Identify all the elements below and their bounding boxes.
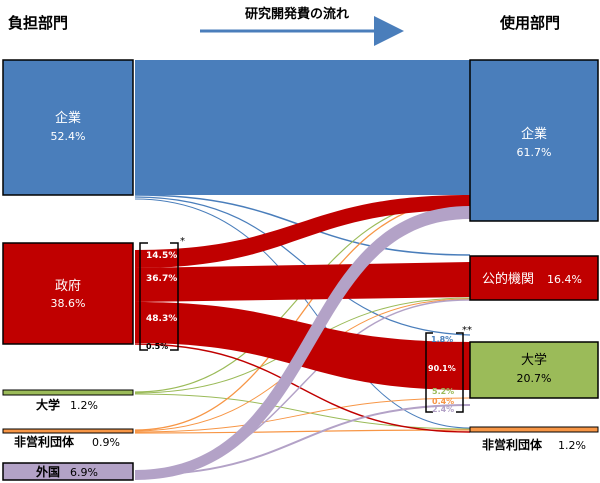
gov-breakdown-marker: * [180,236,185,247]
flow-gov-corp [135,195,470,268]
gov-breakdown-value-univ: 48.3% [146,314,177,324]
target-pct-corp: 61.7% [517,146,552,159]
source-box-npo [2,428,134,434]
source-pct-corp: 52.4% [51,130,86,143]
target-label-univ: 大学 [521,352,547,368]
univ-breakdown-value-univ: 5.2% [432,387,454,396]
target-pct-public: 16.4% [547,273,582,286]
flow-foreign-univ [134,404,471,476]
center-header: 研究開発費の流れ [245,6,349,22]
source-label-corp: 企業 [55,110,81,126]
flow-gov-npo [134,343,471,433]
target-label-corp: 企業 [521,126,547,142]
flows [134,60,471,480]
univ-breakdown-value-corp: 1.8% [431,335,453,344]
source-label-npo: 非営利団体 [14,434,75,449]
gov-breakdown-value-public: 36.7% [146,274,177,284]
right-header: 使用部門 [499,14,560,32]
source-label-univ: 大学 [36,397,60,412]
target-box-univ [469,341,599,399]
target-box-corp [469,59,599,222]
source-pct-univ: 1.2% [70,399,98,412]
target-box-public [469,255,599,301]
source-pct-foreign: 6.9% [70,466,98,479]
target-pct-npo: 1.2% [558,439,586,452]
target-label-npo: 非営利団体 [482,437,543,452]
univ-breakdown-marker: ** [462,325,472,336]
univ-breakdown-bracket: ** 1.8% 90.1% 5.2% 0.4% 2.4% [425,325,472,414]
source-pct-gov: 38.6% [51,297,86,310]
univ-breakdown-value-npo: 0.4% [432,397,454,406]
target-label-public: 公的機関 [482,271,534,287]
flow-corp-npo [134,198,471,429]
flow-npo-univ [134,397,471,433]
univ-breakdown-value-foreign: 2.4% [432,405,454,414]
gov-breakdown-value-corp: 14.5% [146,251,177,261]
source-box-univ [2,389,134,396]
source-label-foreign: 外国 [36,464,60,479]
univ-breakdown-value-gov: 90.1% [428,364,456,373]
source-box-gov [2,242,134,345]
target-box-npo [469,426,599,433]
flow-gov-public [135,262,470,302]
flow-corp-univ [134,196,471,336]
source-pct-npo: 0.9% [92,436,120,449]
source-box-corp [2,59,134,196]
flow-corp-corp [135,60,470,195]
gov-breakdown-bracket: * 14.5% 36.7% 48.3% 0.5% [139,236,185,351]
target-pct-univ: 20.7% [517,372,552,385]
flow-npo-npo [134,429,471,434]
gov-breakdown-value-npo: 0.5% [146,342,168,351]
left-header: 負担部門 [8,14,68,32]
source-label-gov: 政府 [55,279,81,294]
source-box-foreign [2,462,134,481]
flow-foreign-corp [135,206,470,480]
